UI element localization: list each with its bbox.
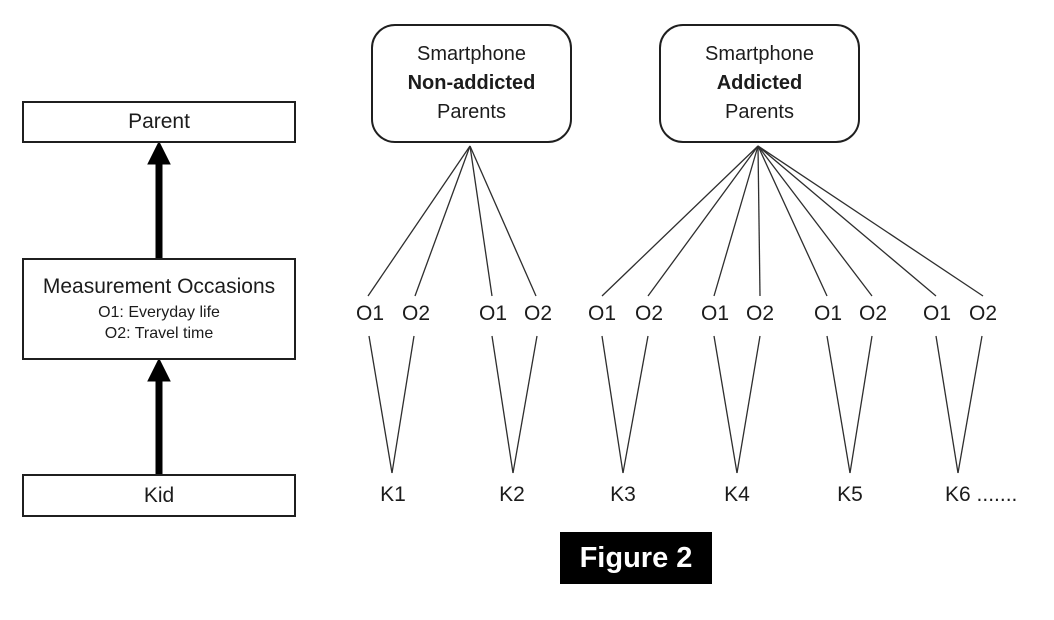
non-addicted-parents-box: Smartphone Non-addicted Parents — [371, 24, 572, 143]
figure-caption: Figure 2 — [560, 532, 712, 584]
parent-box: Parent — [22, 101, 296, 143]
occasion-label: O2 — [858, 302, 888, 325]
occasion-label: O2 — [523, 302, 553, 325]
group-box-line: Parents — [437, 101, 506, 123]
flow-arrow-measurement-to-parent — [147, 140, 171, 258]
occasion-label: O2 — [745, 302, 775, 325]
occasion-label: O1 — [700, 302, 730, 325]
occasion-label: O2 — [634, 302, 664, 325]
kid-box: Kid — [22, 474, 296, 517]
measurement-occasions-box: Measurement Occasions O1: Everyday life … — [22, 258, 296, 360]
addicted-parents-box: Smartphone Addicted Parents — [659, 24, 860, 143]
parent-box-label: Parent — [128, 110, 190, 133]
flow-arrow-kid-to-measurement — [147, 357, 171, 474]
measurement-occasions-title: Measurement Occasions — [42, 274, 276, 298]
occasion-2-definition: O2: Travel time — [104, 324, 214, 342]
kid-label: K1 — [380, 483, 406, 506]
kid-box-label: Kid — [143, 483, 175, 507]
occasion-1-definition: O1: Everyday life — [98, 303, 220, 321]
group-box-line: Parents — [725, 101, 794, 123]
kid-label: K2 — [499, 483, 525, 506]
non-addicted-fan-lines — [367, 145, 537, 297]
occasion-label: O1 — [813, 302, 843, 325]
occasion-label: O1 — [355, 302, 385, 325]
occasion-label: O1 — [478, 302, 508, 325]
kid-label: K3 — [610, 483, 636, 506]
kid-label: K6 ....... — [945, 483, 1018, 506]
figure-caption-text: Figure 2 — [579, 541, 693, 574]
occasion-label: O1 — [587, 302, 617, 325]
occasion-label: O2 — [968, 302, 998, 325]
occasion-to-kid-lines — [368, 335, 983, 474]
occasion-label: O2 — [401, 302, 431, 325]
kid-label: K4 — [724, 483, 750, 506]
group-box-line: Smartphone — [705, 43, 814, 65]
occasion-label: O1 — [922, 302, 952, 325]
kid-label: K5 — [837, 483, 863, 506]
addicted-fan-lines — [601, 145, 984, 297]
group-box-line-bold: Addicted — [716, 72, 803, 94]
group-box-line-bold: Non-addicted — [407, 72, 536, 94]
group-box-line: Smartphone — [417, 43, 526, 65]
